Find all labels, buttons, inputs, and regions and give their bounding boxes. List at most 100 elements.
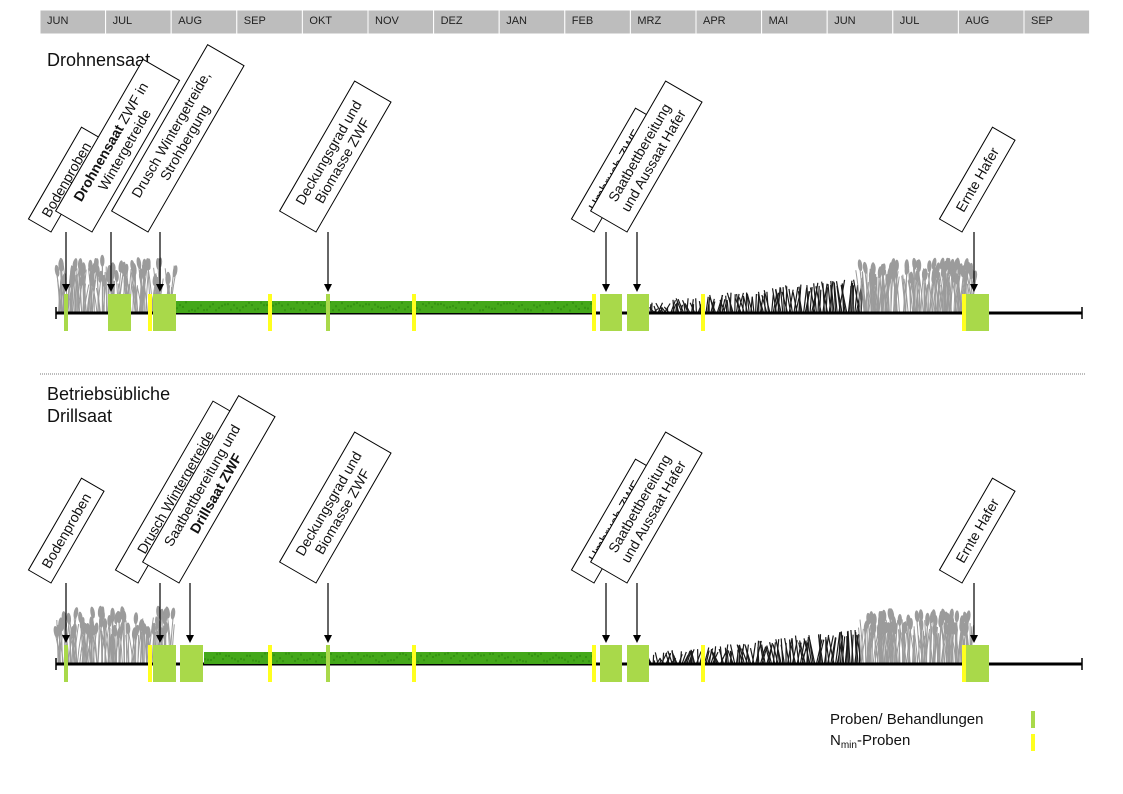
cover-crop-texture (332, 309, 334, 312)
crop-stalk (772, 644, 779, 665)
crop-stalk (137, 634, 140, 665)
crop-stalk (86, 633, 89, 665)
crop-stalk (775, 639, 782, 665)
arrow-head-icon (62, 635, 70, 643)
crop-stalk (799, 640, 806, 665)
cover-crop-texture (483, 654, 485, 657)
crop-stalk (119, 618, 123, 665)
cover-crop-texture (488, 306, 490, 309)
crop-stalk (727, 649, 734, 665)
crop-stalk (769, 642, 776, 665)
crop-stalk (885, 619, 892, 665)
crop-stalk (880, 272, 884, 314)
crop-ear (59, 619, 64, 632)
cover-crop-texture (465, 657, 467, 660)
cover-crop-texture (426, 655, 428, 658)
crop-stalk (908, 269, 912, 314)
cover-crop-texture (516, 659, 518, 662)
crop-ear (53, 625, 59, 638)
crop-stalk (835, 632, 841, 665)
cover-crop-texture (356, 301, 358, 304)
cover-crop-texture (390, 659, 392, 662)
cover-crop-texture (500, 304, 502, 307)
treatment-block (966, 294, 989, 331)
month-cell (629, 9, 697, 35)
arrow-head-icon (107, 284, 115, 292)
cover-crop-texture (182, 305, 184, 308)
cover-crop-texture (402, 652, 404, 655)
cover-crop-texture (179, 304, 181, 307)
arrow-head-icon (156, 284, 164, 292)
crop-ear (107, 615, 112, 627)
crop-stalk (860, 281, 862, 314)
cover-crop-texture (272, 304, 274, 307)
crop-stalk (654, 652, 659, 665)
cover-crop-texture (408, 658, 410, 661)
crop-stalk (830, 637, 837, 665)
cover-crop-texture (407, 306, 409, 309)
cover-crop-texture (254, 308, 256, 311)
cover-crop-texture (389, 305, 391, 308)
crop-stalk (928, 633, 934, 665)
crop-stalk (744, 644, 752, 665)
cover-crop-texture (582, 659, 584, 662)
crop-stalk (946, 633, 949, 665)
cover-crop-texture (312, 653, 314, 656)
crop-stalk (667, 650, 673, 665)
cover-crop-texture (279, 657, 281, 660)
cover-crop-texture (435, 654, 437, 657)
crop-stalk (901, 632, 907, 665)
cover-crop-texture (416, 307, 418, 310)
cover-crop-texture (540, 652, 542, 655)
crop-stalk (675, 303, 680, 314)
cover-crop-texture (537, 655, 539, 658)
crop-stalk (803, 287, 808, 314)
month-cell (498, 9, 566, 35)
treatment-block (600, 294, 622, 331)
cover-crop-texture (456, 652, 458, 655)
crop-ear (885, 274, 890, 286)
cover-crop-texture (225, 654, 227, 657)
crop-stalk (809, 639, 816, 665)
cover-crop-texture (509, 302, 511, 305)
crop-stalk (919, 624, 923, 665)
month-cell (892, 9, 959, 35)
cover-crop-texture (410, 309, 412, 312)
cover-crop-texture (518, 305, 520, 308)
cover-crop-texture (264, 652, 266, 655)
nmin-marker (148, 645, 152, 682)
cover-crop-texture (219, 652, 221, 655)
crop-ear (94, 258, 99, 270)
cover-crop-texture (459, 660, 461, 663)
crop-stalk (877, 277, 881, 314)
cover-crop-texture (444, 653, 446, 656)
cover-crop-texture (432, 656, 434, 659)
crop-stalk (859, 270, 865, 314)
treatment-block (153, 645, 176, 682)
month-cell (564, 9, 631, 35)
cover-crop-texture (522, 660, 524, 663)
cover-crop-texture (366, 654, 368, 657)
treatment-marker (64, 294, 68, 331)
crop-stalk (803, 638, 811, 665)
cover-crop-texture (569, 309, 571, 312)
crop-stalk (827, 636, 835, 665)
cover-crop-texture (291, 655, 293, 658)
cover-crop-texture (336, 655, 338, 658)
crop-stalk (797, 291, 803, 314)
cover-crop-texture (362, 305, 364, 308)
cover-crop-texture (255, 659, 257, 662)
cover-crop-texture (455, 306, 457, 309)
arrow-head-icon (186, 635, 194, 643)
cover-crop-texture (330, 652, 332, 655)
crop-stalk (746, 293, 750, 314)
cover-crop-texture (213, 656, 215, 659)
cover-crop-texture (377, 305, 379, 308)
month-label: SEP (244, 15, 266, 27)
crop-stalk (794, 635, 800, 665)
crop-stalk (788, 288, 793, 314)
cover-crop-texture (200, 304, 202, 307)
cover-crop-texture (479, 309, 481, 312)
cover-crop-texture (489, 652, 491, 655)
